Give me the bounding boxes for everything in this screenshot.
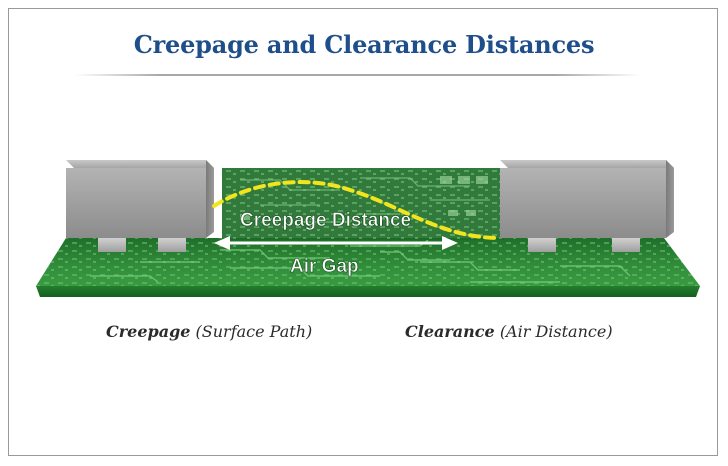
creepage-caption: Creepage (Surface Path) xyxy=(106,322,312,341)
diagram-title: Creepage and Clearance Distances xyxy=(133,30,595,59)
creepage-distance-label: Creepage Distance xyxy=(240,210,411,231)
creepage-caption-note: (Surface Path) xyxy=(195,322,313,341)
clearance-caption: Clearance (Air Distance) xyxy=(405,322,613,341)
creepage-path-line xyxy=(212,180,502,240)
pcb-board-edge xyxy=(36,286,700,297)
right-component-pad-1 xyxy=(528,238,556,252)
left-component-pad-1 xyxy=(98,238,126,252)
air-gap-label: Air Gap xyxy=(290,256,359,277)
pcb-board-texture xyxy=(36,238,700,286)
title-divider xyxy=(75,74,640,76)
creepage-caption-main: Creepage xyxy=(106,322,191,341)
right-component-pad-2 xyxy=(612,238,640,252)
air-gap-arrow xyxy=(214,236,458,250)
left-component xyxy=(66,160,214,252)
left-component-pad-2 xyxy=(158,238,186,252)
background-circuit xyxy=(222,168,504,240)
right-component xyxy=(500,160,674,252)
clearance-caption-note: (Air Distance) xyxy=(499,322,613,341)
clearance-caption-main: Clearance xyxy=(405,322,495,341)
